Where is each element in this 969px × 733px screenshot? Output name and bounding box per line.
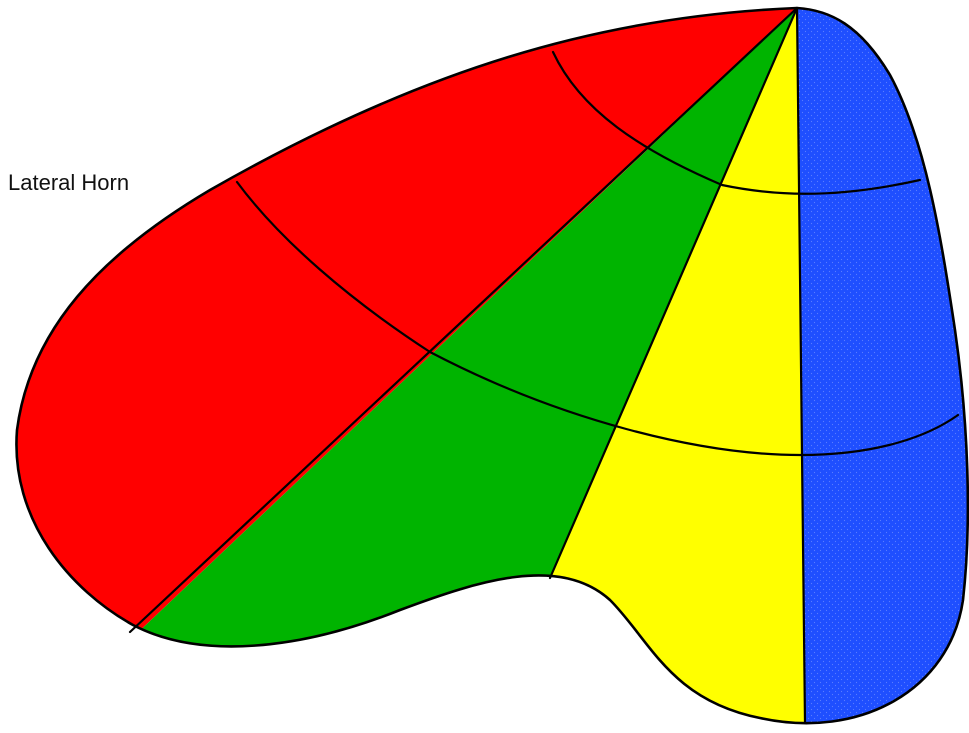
lateral-horn-label: Lateral Horn [8, 170, 129, 195]
blue-region [797, 0, 969, 733]
